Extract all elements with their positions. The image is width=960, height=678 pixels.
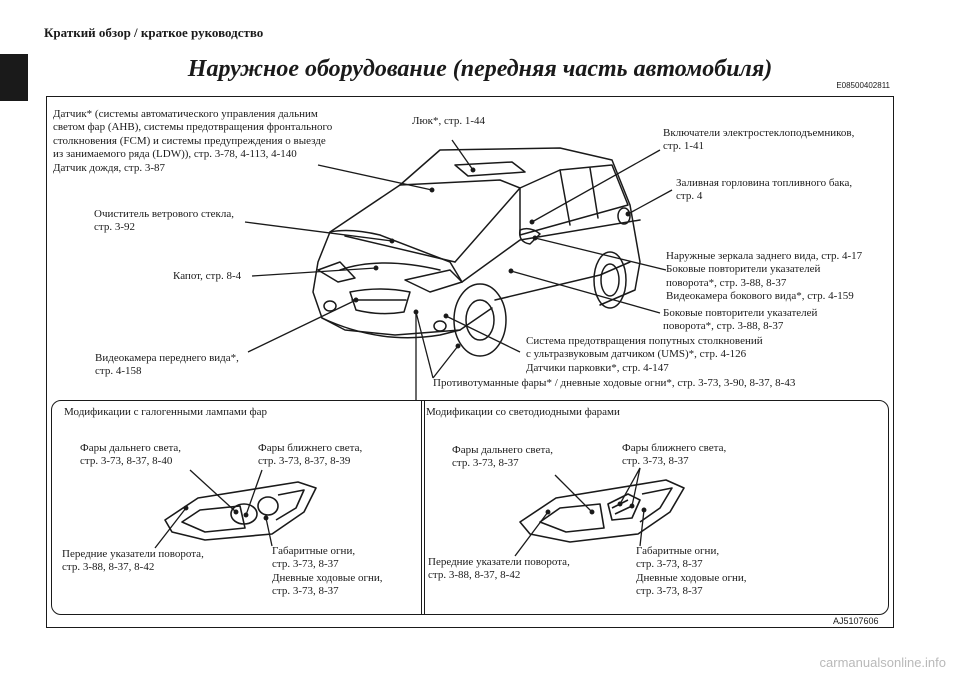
section-heading: Краткий обзор / краткое руководство (44, 25, 264, 40)
halogen-heading: Модификации с галогенными лампами фар (64, 406, 267, 418)
page-title: Наружное оборудование (передняя часть ав… (187, 56, 773, 82)
halogen-turn-signal: Передние указатели поворота,стр. 3-88, 8… (62, 548, 204, 574)
callout-mirrors: Наружные зеркала заднего вида, стр. 4-17… (666, 250, 863, 303)
figure-frame (46, 96, 894, 628)
callout-sunroof: Люк*, стр. 1-44 (412, 115, 486, 127)
led-panel (421, 400, 889, 615)
callout-window-switches: Включатели электростеклоподъемников,стр.… (663, 127, 855, 153)
halogen-panel (51, 400, 425, 615)
led-high-beam: Фары дальнего света,стр. 3-73, 8-37 (452, 444, 554, 470)
callout-front-camera: Видеокамера переднего вида*,стр. 4-158 (95, 352, 239, 378)
callout-wiper: Очиститель ветрового стекла,стр. 3-92 (94, 208, 234, 234)
callout-fuel-filler: Заливная горловина топливного бака,стр. … (676, 177, 853, 203)
document-code: E08500402811 (836, 81, 890, 90)
callout-hood: Капот, стр. 8-4 (173, 270, 242, 282)
led-heading: Модификации со светодиодными фарами (426, 406, 620, 418)
chapter-tab (0, 54, 28, 101)
halogen-low-beam: Фары ближнего света,стр. 3-73, 8-37, 8-3… (258, 442, 363, 468)
led-low-beam: Фары ближнего света,стр. 3-73, 8-37 (622, 442, 727, 468)
figure-code: AJ5107606 (833, 616, 879, 626)
watermark: carmanualsonline.info (819, 655, 946, 670)
callout-sensor: Датчик* (системы автоматического управле… (53, 108, 333, 174)
callout-fog-lights: Противотуманные фары* / дневные ходовые … (433, 377, 796, 389)
halogen-high-beam: Фары дальнего света,стр. 3-73, 8-37, 8-4… (80, 442, 182, 468)
callout-ums: Система предотвращения попутных столкнов… (526, 335, 763, 374)
led-turn-signal: Передние указатели поворота,стр. 3-88, 8… (428, 556, 570, 582)
